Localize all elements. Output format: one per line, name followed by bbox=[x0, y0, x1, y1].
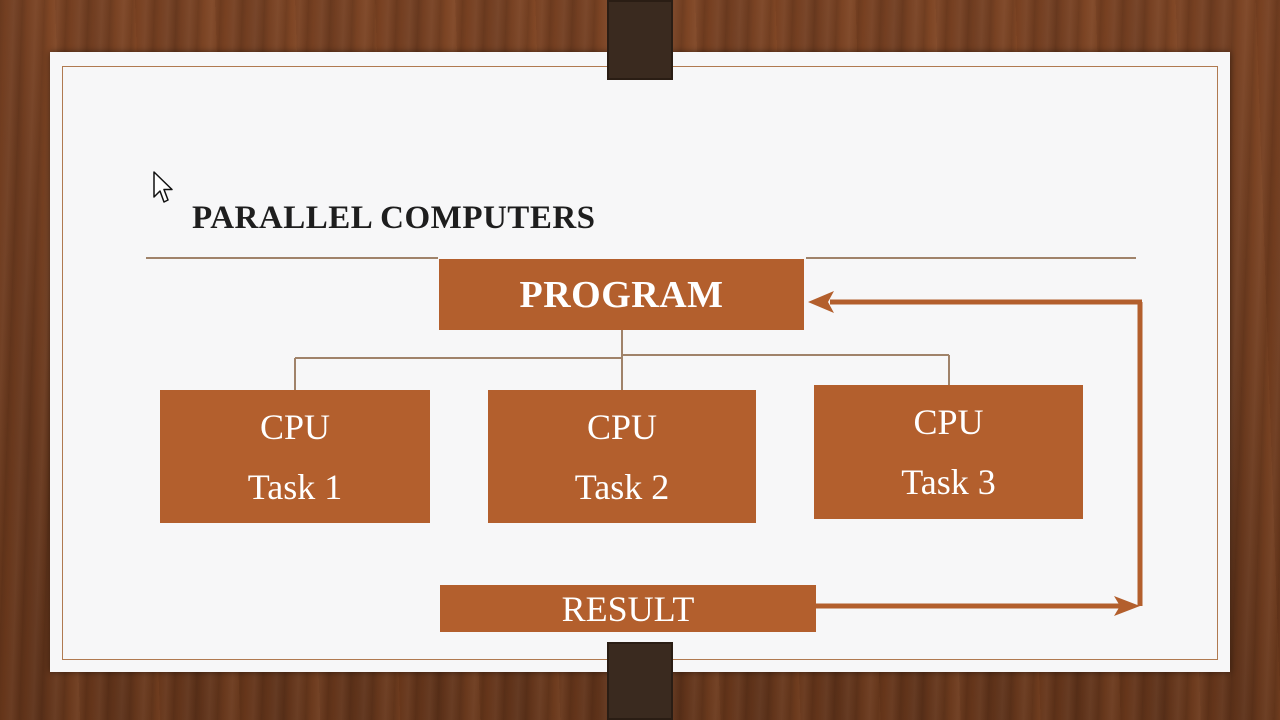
cpu-label: CPU bbox=[259, 406, 331, 447]
cpu-task-2-box: CPU Task 2 bbox=[488, 390, 756, 523]
title-divider-right bbox=[806, 257, 1136, 259]
slide-title: PARALLEL COMPUTERS bbox=[192, 200, 596, 236]
task-label: Task 1 bbox=[247, 466, 343, 507]
cpu-task-1-box: CPU Task 1 bbox=[160, 390, 430, 523]
top-clip-icon bbox=[607, 0, 673, 80]
bottom-clip-icon bbox=[607, 642, 673, 720]
program-arrowhead-icon bbox=[808, 291, 834, 313]
cpu-label: CPU bbox=[586, 406, 658, 447]
cpu-task-3-box: CPU Task 3 bbox=[814, 385, 1083, 519]
program-label: PROGRAM bbox=[519, 273, 724, 316]
program-box: PROGRAM bbox=[439, 259, 804, 330]
slide bbox=[50, 52, 1230, 672]
mouse-pointer-icon bbox=[153, 171, 173, 203]
result-label: RESULT bbox=[561, 588, 695, 629]
cpu-label: CPU bbox=[913, 402, 984, 442]
task-label: Task 3 bbox=[901, 462, 996, 502]
title-divider-left bbox=[146, 257, 438, 259]
result-box: RESULT bbox=[440, 585, 816, 632]
result-arrowhead-icon bbox=[1114, 596, 1140, 616]
task-label: Task 2 bbox=[574, 466, 670, 507]
